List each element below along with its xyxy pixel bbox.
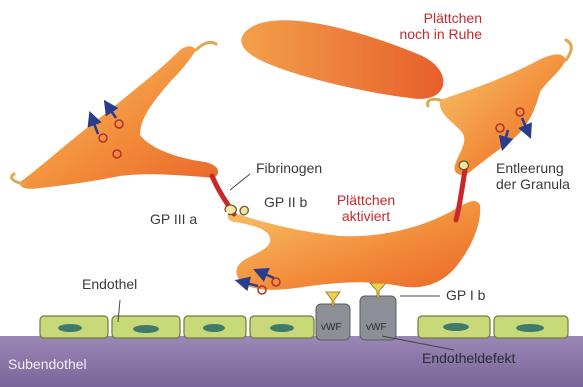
right-platelet xyxy=(440,54,566,174)
activated-platelet-line2: aktiviert xyxy=(330,208,402,224)
vwf-right-label: vWF xyxy=(366,322,387,333)
gp-i-b-label: GP I b xyxy=(446,287,485,303)
gp-iii-a-label: GP III a xyxy=(150,211,197,227)
granula-line2: der Granula xyxy=(496,176,570,192)
subendothel-label: Subendothel xyxy=(8,356,87,372)
granula-line1: Entleerung xyxy=(496,160,570,176)
left-platelet xyxy=(20,46,218,188)
granula-release-label: Entleerung der Granula xyxy=(496,160,570,192)
activated-platelet-label: Plättchen aktiviert xyxy=(330,192,402,224)
endotheldefekt-label: Endotheldefekt xyxy=(422,350,515,366)
resting-platelet-line2: noch in Ruhe xyxy=(372,26,482,42)
vwf-left-label: vWF xyxy=(321,322,342,333)
endothel-cells xyxy=(40,316,568,338)
endothel-label: Endothel xyxy=(82,276,137,292)
gp-ii-b-label: GP II b xyxy=(264,194,307,210)
resting-platelet-line1: Plättchen xyxy=(372,10,482,26)
fibrinogen-label: Fibrinogen xyxy=(256,160,322,176)
activated-platelet-line1: Plättchen xyxy=(330,192,402,208)
resting-platelet-label: Plättchen noch in Ruhe xyxy=(372,10,482,42)
